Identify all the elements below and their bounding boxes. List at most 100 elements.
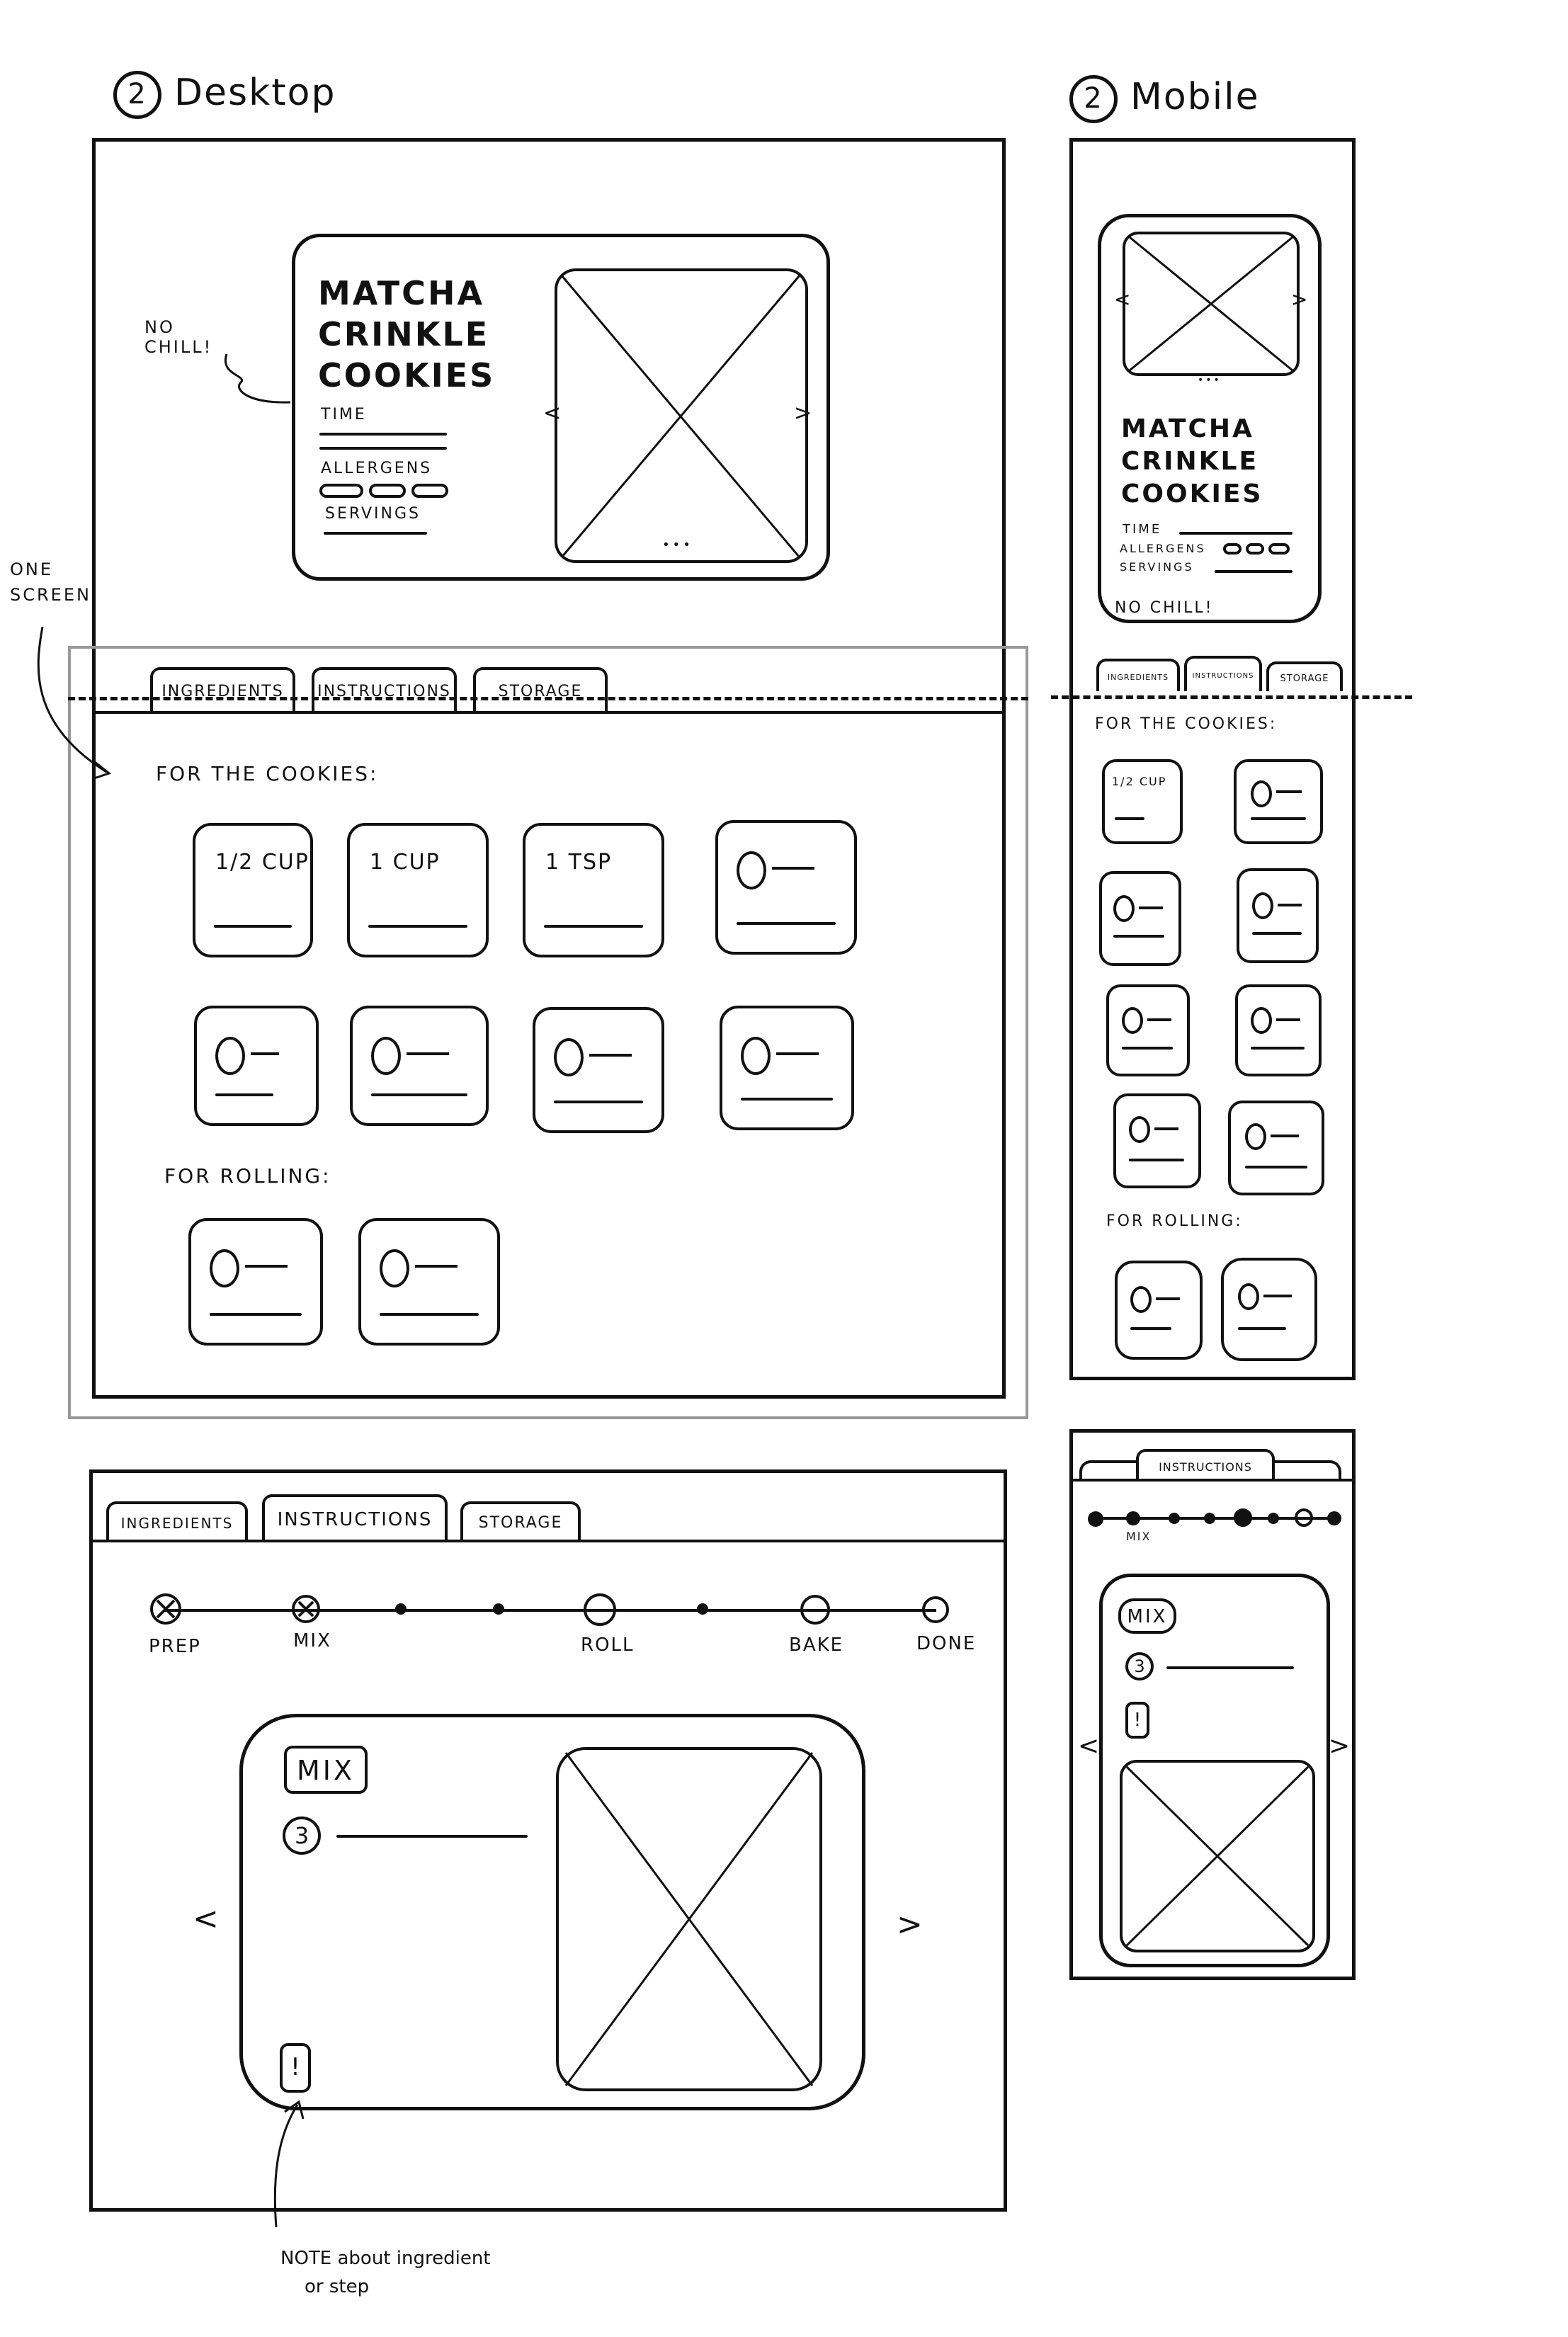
ingredient-image-icon xyxy=(737,851,766,889)
mobile-recipe-title-2: CRINKLE xyxy=(1121,447,1259,476)
mobile-ingredient-card[interactable] xyxy=(1113,1093,1201,1188)
mobile-tab-instructions[interactable]: INSTRUCTIONS xyxy=(1184,656,1262,691)
desktop-note-one-screen: one screen xyxy=(10,559,91,605)
desktop-step-prev-icon[interactable]: < xyxy=(193,1901,219,1937)
one-screen-highlight xyxy=(68,646,1028,1419)
mobile-step-next-icon[interactable]: > xyxy=(1329,1732,1351,1761)
mobile-step-dot[interactable] xyxy=(1268,1513,1279,1524)
mobile-allergens-label: ALLERGENS xyxy=(1120,542,1206,555)
image-placeholder-icon xyxy=(556,1747,822,2091)
mobile-ingredient-card[interactable] xyxy=(1234,759,1323,844)
step-title-badge: MIX xyxy=(284,1746,368,1794)
ingredient-card[interactable] xyxy=(720,1006,854,1130)
step-number: 3 xyxy=(294,1822,309,1849)
tab-instructions[interactable]: INSTRUCTIONS xyxy=(312,667,457,711)
ingredient-card[interactable] xyxy=(533,1007,664,1133)
desktop-step-next-icon[interactable]: > xyxy=(897,1906,923,1943)
mobile-tab-storage[interactable]: STORAGE xyxy=(1266,661,1343,691)
tab-instructions-label: INSTRUCTIONS xyxy=(277,1509,433,1530)
step-substep-dot[interactable] xyxy=(493,1603,504,1615)
ingredient-card[interactable] xyxy=(350,1006,489,1126)
mobile-recipe-card: < > ••• MATCHA CRINKLE COOKIES TIME ALLE… xyxy=(1098,214,1322,623)
step-prep-marker[interactable] xyxy=(150,1593,181,1625)
mobile-step-number: 3 xyxy=(1134,1656,1145,1676)
mobile-step-dot[interactable] xyxy=(1204,1513,1215,1524)
step-done-marker[interactable] xyxy=(922,1596,949,1623)
desktop-image-prev-icon[interactable]: < xyxy=(543,401,562,426)
mobile-step-note-badge[interactable]: ! xyxy=(1125,1702,1149,1739)
step-substep-dot[interactable] xyxy=(395,1603,407,1615)
ingredient-image-icon xyxy=(741,1037,771,1075)
image-placeholder-icon xyxy=(555,268,808,563)
mobile-ingredient-card[interactable] xyxy=(1237,868,1319,963)
ingredient-card[interactable] xyxy=(358,1218,500,1346)
mobile-step-prev-icon[interactable]: < xyxy=(1078,1732,1100,1761)
section-for-the-cookies: FOR THE COOKIES: xyxy=(156,762,379,785)
mobile-ingredient-card[interactable] xyxy=(1106,984,1190,1076)
desktop-step-image-placeholder xyxy=(555,1746,824,2093)
desktop-heading-number: 2 xyxy=(113,71,161,119)
mobile-step-dot[interactable] xyxy=(1327,1511,1341,1525)
mobile-tab-instructions[interactable]: INSTRUCTIONS xyxy=(1136,1449,1275,1480)
mobile-ingredient-card[interactable] xyxy=(1221,1258,1317,1361)
completed-step-icon xyxy=(156,1599,176,1619)
completed-step-icon xyxy=(297,1600,314,1617)
mobile-image-dots-icon[interactable]: ••• xyxy=(1198,375,1222,386)
mobile-section-for-the-cookies: FOR THE COOKIES: xyxy=(1095,715,1278,733)
step-label-done: DONE xyxy=(916,1633,977,1654)
mobile-image-prev-icon[interactable]: < xyxy=(1114,288,1131,311)
mobile-ingredient-card[interactable] xyxy=(1235,984,1322,1076)
desktop-image-next-icon[interactable]: > xyxy=(794,401,812,426)
ingredient-card[interactable] xyxy=(715,820,857,955)
step-title: MIX xyxy=(296,1755,356,1786)
tab-storage-label: STORAGE xyxy=(478,1514,563,1532)
tab-ingredients[interactable]: INGREDIENTS xyxy=(106,1501,248,1540)
mobile-tabs-baseline xyxy=(1069,1479,1356,1482)
step-bake-marker[interactable] xyxy=(800,1595,830,1625)
mobile-ingredient-card[interactable] xyxy=(1115,1261,1203,1360)
step-roll-marker[interactable] xyxy=(584,1593,616,1626)
mobile-step-dot[interactable] xyxy=(1169,1513,1180,1524)
ingredient-image-icon xyxy=(1238,1283,1259,1310)
step-substep-dot[interactable] xyxy=(697,1603,708,1615)
tab-ingredients[interactable]: INGREDIENTS xyxy=(150,667,295,711)
tab-storage[interactable]: STORAGE xyxy=(460,1501,581,1540)
mobile-ingredient-card[interactable]: 1/2 CUP xyxy=(1102,759,1183,844)
mobile-step-title: MIX xyxy=(1127,1606,1168,1627)
mobile-step-dot[interactable] xyxy=(1088,1511,1103,1527)
ingredient-image-icon xyxy=(380,1249,409,1287)
ingredient-card[interactable] xyxy=(194,1006,319,1126)
ingredient-image-icon xyxy=(1130,1286,1152,1313)
ingredient-image-icon xyxy=(210,1249,239,1287)
mobile-step-dot[interactable] xyxy=(1126,1511,1140,1525)
ingredient-card[interactable]: 1 CUP xyxy=(347,823,489,957)
mobile-step-title-badge: MIX xyxy=(1118,1598,1176,1634)
desktop-recipe-card: MATCHA CRINKLE COOKIES TIME ALLERGENS SE… xyxy=(292,234,830,581)
mobile-ingredient-card[interactable] xyxy=(1228,1101,1324,1195)
tabs-baseline xyxy=(92,711,1006,714)
mobile-ingredient-card[interactable] xyxy=(1099,871,1181,966)
step-note-badge[interactable]: ! xyxy=(280,2043,311,2093)
desktop-step-card: MIX 3 ! xyxy=(239,1714,865,2110)
mobile-step-marker[interactable] xyxy=(1234,1508,1252,1527)
ingredient-card[interactable] xyxy=(188,1218,323,1346)
mobile-image-next-icon[interactable]: > xyxy=(1291,288,1308,311)
desktop-allergens-label: ALLERGENS xyxy=(321,460,433,477)
ingredient-card[interactable]: 1 TSP xyxy=(523,823,664,957)
step-label-mix: MIX xyxy=(293,1630,331,1651)
allergen-pill xyxy=(369,484,406,498)
note-alert-icon: ! xyxy=(290,2053,300,2081)
desktop-note-no-chill: No CHILL! xyxy=(144,317,213,357)
desktop-image-dots-icon[interactable]: ••• xyxy=(662,538,693,552)
step-mix-marker[interactable] xyxy=(292,1595,320,1623)
desktop-recipe-image-placeholder: < > ••• xyxy=(543,267,812,564)
mobile-step-marker[interactable] xyxy=(1295,1508,1313,1527)
mobile-servings-label: SERVINGS xyxy=(1120,560,1194,574)
ingredient-card[interactable]: 1/2 CUP xyxy=(193,823,313,957)
tab-storage[interactable]: STORAGE xyxy=(473,667,608,711)
ingredient-image-icon xyxy=(1251,780,1272,807)
mobile-tab-ingredients[interactable]: INGREDIENTS xyxy=(1096,659,1180,691)
mobile-note-alert-icon: ! xyxy=(1133,1710,1142,1731)
tab-instructions[interactable]: INSTRUCTIONS xyxy=(262,1494,448,1540)
